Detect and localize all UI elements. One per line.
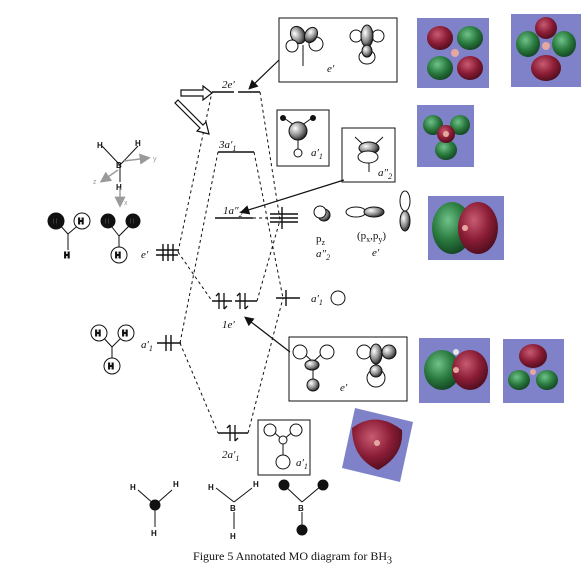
box-3a1-label: a′1 xyxy=(311,147,323,161)
axis-x-label: x xyxy=(124,200,128,207)
render-1e-a xyxy=(419,338,490,403)
box-1e-label: e′ xyxy=(340,382,348,394)
bh3-structure-1: H H H xyxy=(130,480,179,538)
pz-label: pz xyxy=(316,233,326,247)
label-1a2: 1a″ xyxy=(223,205,239,217)
h3-salc-e-1: H H H xyxy=(47,212,91,261)
left-a1-label: a′1 xyxy=(141,339,153,353)
svg-text:1a″2: 1a″2 xyxy=(223,205,243,219)
svg-text:B: B xyxy=(298,504,304,513)
label-3a1: 3a′ xyxy=(218,139,233,151)
right-a1-label: a′1 xyxy=(311,293,323,307)
left-e-label: e′ xyxy=(141,249,149,261)
box-2a1-orbital: a′1 xyxy=(257,419,311,476)
render-3a1 xyxy=(417,105,474,167)
svg-text:B: B xyxy=(116,161,122,170)
arrow-1e xyxy=(244,316,291,353)
h3-salc-a1: H H H xyxy=(90,324,135,375)
pxy-label: (px,py) xyxy=(357,230,386,244)
svg-text:H: H xyxy=(104,217,110,226)
svg-text:H: H xyxy=(95,329,101,338)
axis-z-label: z xyxy=(93,179,97,186)
svg-text:H: H xyxy=(129,217,135,226)
svg-text:1e′: 1e′ xyxy=(222,319,235,331)
box-1e-orbitals: e′ xyxy=(288,336,408,402)
render-1e-b xyxy=(503,339,564,403)
render-2a1 xyxy=(342,408,413,482)
svg-text:H: H xyxy=(135,139,141,148)
h3-salc-e-2: H H H xyxy=(100,213,141,264)
box-3a1-orbital: a′1 xyxy=(276,109,330,167)
svg-text:H: H xyxy=(116,183,122,192)
coordinate-axes: H H B H y z x xyxy=(93,139,157,208)
svg-text:3a′1: 3a′1 xyxy=(218,139,236,153)
electrons-2a1 xyxy=(226,424,239,442)
box-2e-orbitals: e′ xyxy=(278,17,398,83)
svg-text:H: H xyxy=(64,251,70,260)
figure-caption: Figure 5 Annotated MO diagram for BH3 xyxy=(193,549,392,567)
right-s-level xyxy=(276,290,300,306)
correlation-lines xyxy=(177,91,284,434)
render-2e-a xyxy=(417,18,489,88)
electrons-1e xyxy=(215,292,249,310)
svg-text:2a′1: 2a′1 xyxy=(222,449,239,463)
right-pz-levels xyxy=(270,207,298,229)
open-arrows xyxy=(174,84,213,135)
label-1e: 1e′ xyxy=(222,319,235,331)
svg-text:H: H xyxy=(230,532,236,541)
svg-text:2e′: 2e′ xyxy=(222,79,235,91)
svg-text:H: H xyxy=(253,480,259,489)
render-2e-b xyxy=(511,14,581,87)
py-orbital-icon xyxy=(399,190,411,232)
label-2a1: 2a′ xyxy=(222,449,236,461)
svg-text:H: H xyxy=(208,483,214,492)
svg-text:H: H xyxy=(130,483,136,492)
svg-text:H: H xyxy=(115,251,121,260)
bh3-structure-2: H H B H xyxy=(208,480,259,541)
svg-text:H: H xyxy=(122,329,128,338)
label-2e: 2e′ xyxy=(222,79,235,91)
svg-text:H: H xyxy=(173,480,179,489)
box-2a1-label: a′1 xyxy=(296,457,308,471)
arrow-1a2 xyxy=(239,179,345,215)
svg-text:B: B xyxy=(230,504,236,513)
pxy-sym-label: e′ xyxy=(372,247,380,259)
left-e-levels xyxy=(156,244,178,261)
svg-text:H: H xyxy=(52,217,58,226)
bh3-structure-3: B xyxy=(278,479,329,536)
arrow-2e xyxy=(248,59,280,90)
left-a1-level xyxy=(157,335,181,351)
box-2e-label: e′ xyxy=(327,63,335,75)
svg-text:H: H xyxy=(151,529,157,538)
axis-y-label: y xyxy=(153,156,157,163)
mo-levels xyxy=(212,91,260,434)
px-orbital-icon xyxy=(345,206,385,218)
s-orbital-icon xyxy=(330,290,346,306)
pz-orbital-icon xyxy=(313,205,331,222)
box-1a2-label: a″2 xyxy=(378,167,392,181)
box-1a2-orbital: a″2 xyxy=(341,127,396,183)
render-1a2 xyxy=(428,196,504,260)
svg-text:H: H xyxy=(108,362,114,371)
svg-text:H: H xyxy=(78,217,84,226)
pz-sym-label: a″2 xyxy=(316,248,330,262)
svg-text:H: H xyxy=(97,141,103,150)
